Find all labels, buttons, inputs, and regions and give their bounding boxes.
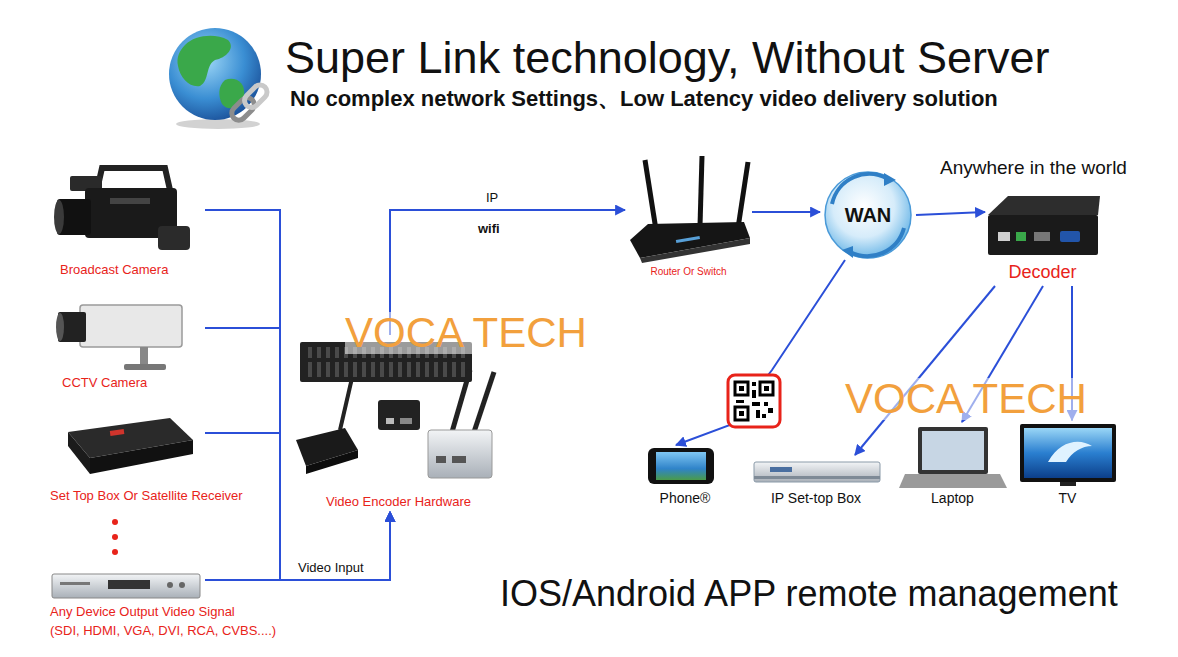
receiver-node: Set Top Box Or Satellite Receiver — [55, 410, 205, 486]
camera-node: CCTV Camera — [55, 298, 205, 374]
set-top-node: IP Set-top Box — [750, 455, 882, 509]
location-note: Anywhere in the world — [940, 157, 1127, 179]
node-label: Router Or Switch — [650, 266, 726, 278]
decoder-figure — [988, 196, 1100, 255]
node-label: Decoder — [1008, 262, 1076, 284]
tv-figure — [1020, 424, 1116, 486]
footer-note: IOS/Android APP remote management — [500, 572, 1118, 615]
node-label: WAN — [845, 204, 892, 227]
set-top-box-figure — [68, 418, 193, 474]
router-figure — [630, 156, 750, 263]
node-label: IP Set-top Box — [771, 490, 861, 507]
watermark: VOCA TECH — [345, 312, 587, 354]
connector — [916, 212, 985, 215]
broadcast-camera-figure — [54, 168, 190, 250]
ip-set-top-box-figure — [754, 462, 880, 482]
ellipsis-dots — [112, 519, 118, 555]
connector — [676, 260, 845, 445]
node-label: Laptop — [931, 490, 974, 507]
laptop-figure — [899, 427, 1007, 488]
phone-figure — [648, 448, 714, 484]
node-label: Phone® — [660, 490, 711, 507]
node-label: Set Top Box Or Satellite Receiver — [50, 488, 200, 504]
wrap-spacer — [250, 603, 322, 616]
decoder-node: Decoder — [985, 188, 1100, 286]
link-type-label: wifi — [478, 221, 500, 236]
encoder-figure — [296, 342, 494, 478]
laptop-node: Laptop — [900, 422, 1005, 509]
dvd-player-figure — [52, 574, 200, 598]
connector — [205, 512, 390, 580]
router-node: Router Or Switch — [625, 150, 752, 280]
tv-node: TV — [1015, 420, 1120, 509]
node-label: CCTV Camera — [62, 375, 212, 391]
qr-code-figure — [728, 375, 780, 427]
edge-label: IP — [484, 190, 500, 205]
connector — [205, 210, 390, 580]
connector — [752, 211, 820, 213]
edge-label: Video Input — [296, 560, 366, 575]
node-label: Any Device Output Video Signal (SDI, HDM… — [50, 603, 322, 641]
node-label: Video Encoder Hardware — [326, 494, 471, 510]
source-node: Any Device Output Video Signal (SDI, HDM… — [48, 568, 205, 602]
camera-node: Broadcast Camera — [55, 158, 205, 258]
subtitle: No complex network Settings、Low Latency … — [290, 86, 998, 112]
globe-chain-icon — [169, 28, 270, 129]
watermark: VOCA TECH — [845, 378, 1087, 420]
diagram-title: Super Link technology, Without Server — [285, 33, 1050, 83]
network-node: WAN — [820, 170, 916, 260]
encoder-node: Video Encoder Hardware — [295, 335, 502, 512]
cctv-camera-figure — [56, 305, 182, 370]
node-label: TV — [1059, 490, 1077, 507]
phone-node: Phone® — [645, 445, 725, 509]
node-label: Broadcast Camera — [60, 262, 210, 278]
